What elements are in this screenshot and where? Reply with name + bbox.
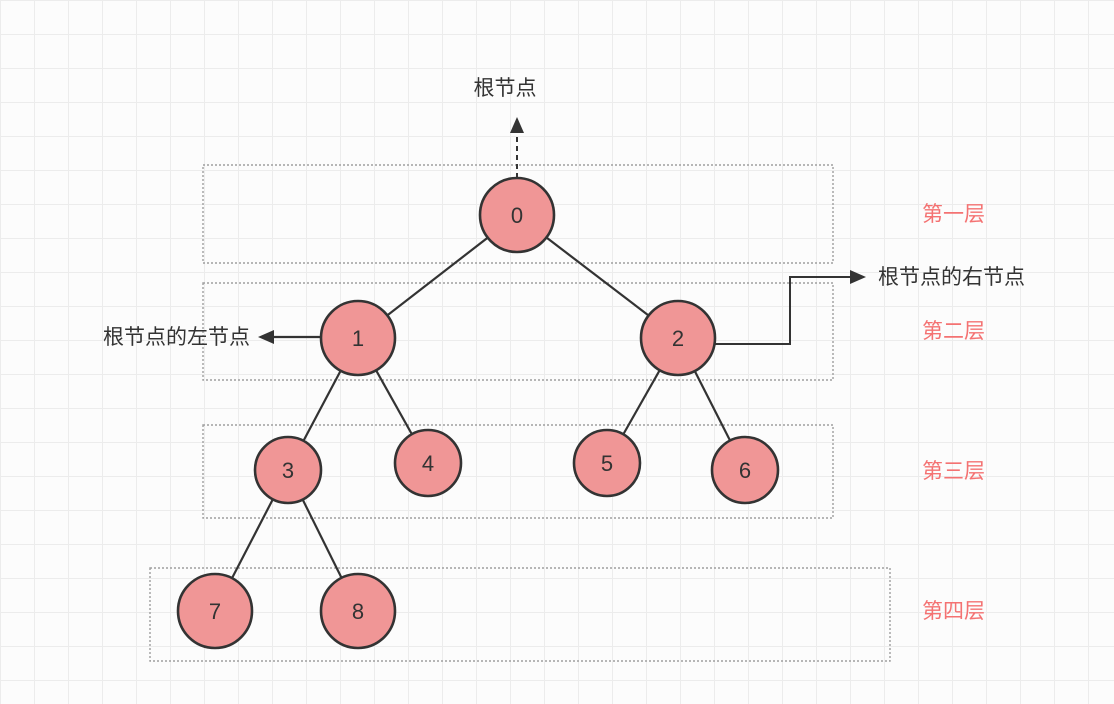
right-child-pointer-line: [712, 276, 852, 345]
node-7-label: 7: [209, 599, 221, 624]
node-2-circle: [639, 299, 717, 377]
tree-node-2: 2: [639, 299, 717, 377]
tree-node-6: 6: [710, 435, 780, 505]
node-4-circle: [393, 428, 463, 498]
node-2-label: 2: [672, 326, 684, 351]
tree-node-7: 7: [176, 572, 254, 650]
node-3-circle: [253, 435, 323, 505]
node-8-label: 8: [352, 599, 364, 624]
node-0-label: 0: [511, 203, 523, 228]
level-4-label: 第四层: [922, 600, 985, 623]
level-2-box: [202, 282, 834, 381]
level-2-label: 第二层: [922, 320, 985, 343]
node-5-circle: [572, 428, 642, 498]
node-6-circle: [710, 435, 780, 505]
tree-node-4: 4: [393, 428, 463, 498]
tree-node-8: 8: [319, 572, 397, 650]
tree-node-5: 5: [572, 428, 642, 498]
tree-node-3: 3: [253, 435, 323, 505]
level-1-label: 第一层: [922, 203, 985, 226]
root-pointer-arrow-icon: [510, 117, 524, 133]
right-child-annotation-label: 根节点的右节点: [878, 266, 1025, 289]
node-1-circle: [319, 299, 397, 377]
node-7-circle: [176, 572, 254, 650]
level-3-label: 第三层: [922, 460, 985, 483]
level-4-box: [149, 567, 891, 662]
right-child-pointer-arrow-icon: [850, 270, 866, 284]
node-4-label: 4: [422, 451, 434, 476]
node-8-circle: [319, 572, 397, 650]
tree-node-1: 1: [319, 299, 397, 377]
tree-node-0: 0: [478, 176, 556, 254]
left-child-pointer-arrow-icon: [258, 330, 274, 344]
node-6-label: 6: [739, 458, 751, 483]
left-child-annotation-label: 根节点的左节点: [103, 326, 250, 349]
root-annotation-label: 根节点: [474, 77, 537, 100]
level-3-box: [202, 424, 834, 519]
node-5-label: 5: [601, 451, 613, 476]
node-0-circle: [478, 176, 556, 254]
node-3-label: 3: [282, 458, 294, 483]
node-1-label: 1: [352, 326, 364, 351]
